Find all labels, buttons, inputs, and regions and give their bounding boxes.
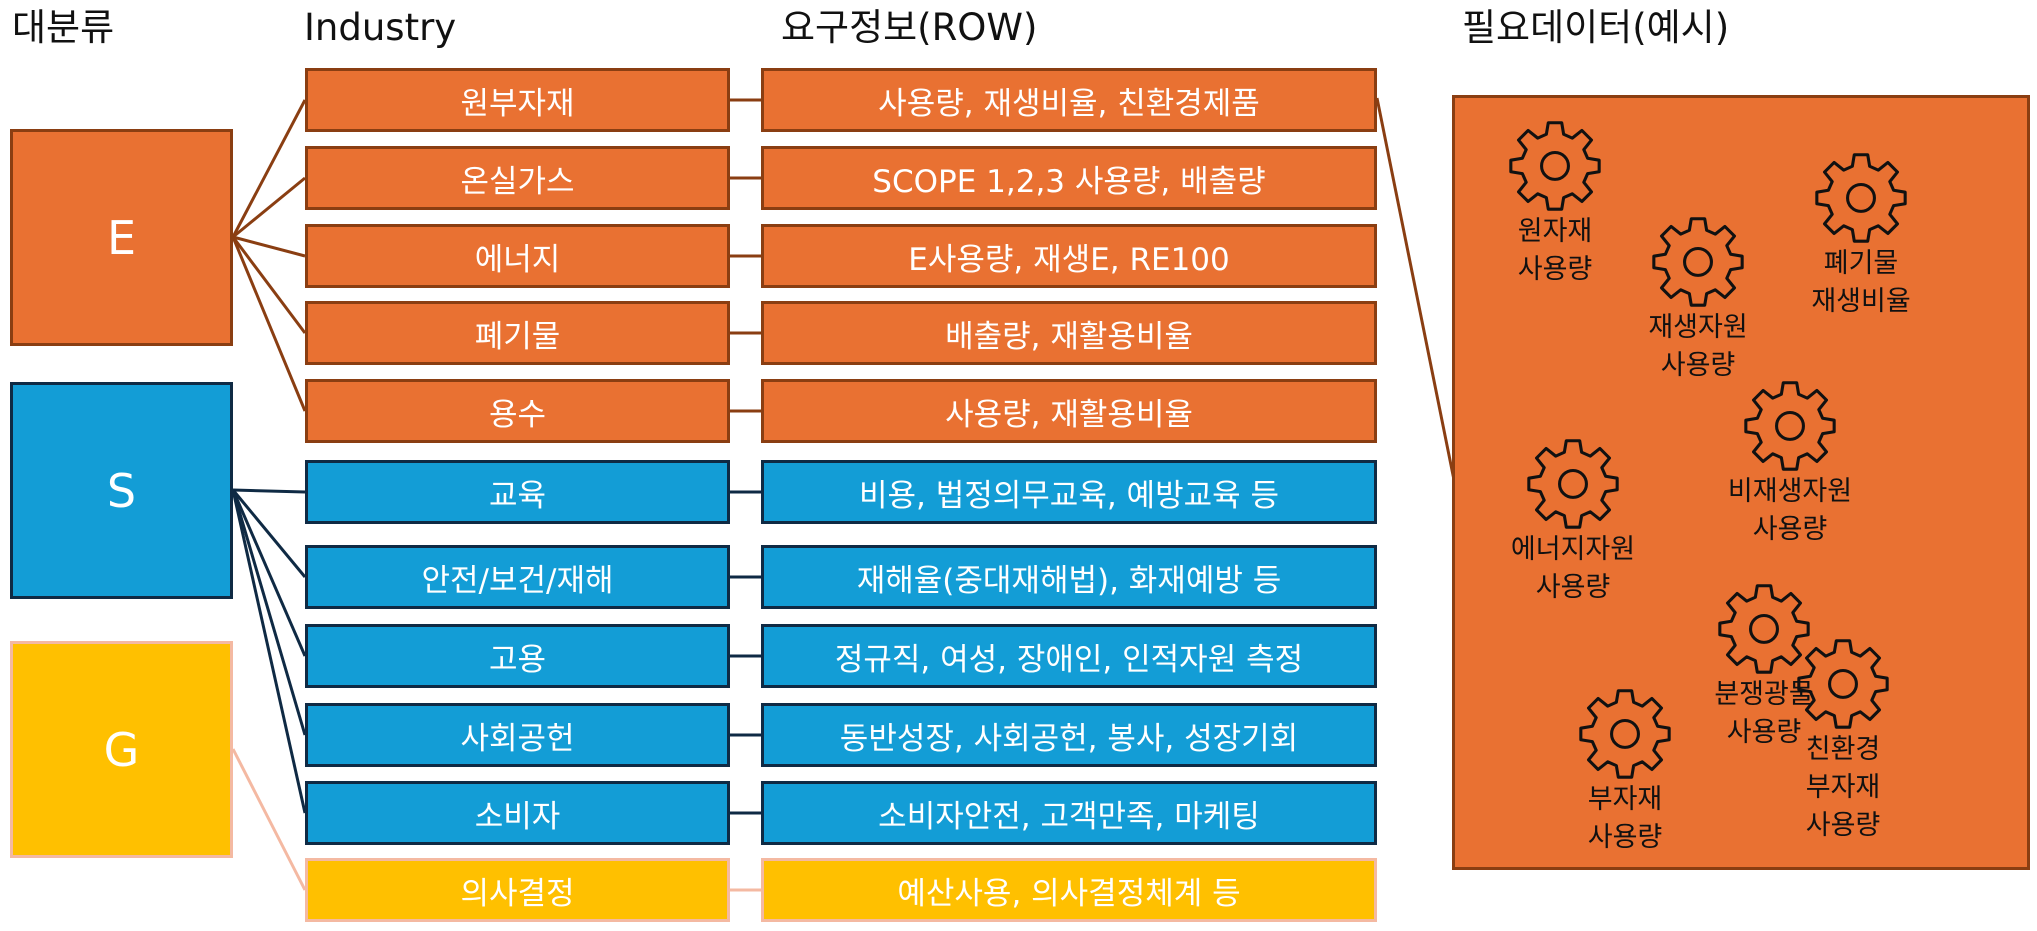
category-connector xyxy=(231,489,307,814)
data-item-label: 폐기물 재생비율 xyxy=(1811,248,1911,317)
gear-icon xyxy=(1797,639,1889,729)
category-connector xyxy=(231,236,307,334)
category-g: G xyxy=(10,641,233,858)
gear-icon xyxy=(1509,121,1601,211)
industry-box: 원부자재 xyxy=(305,68,730,132)
data-item: 원자재 사용량 xyxy=(1455,117,1655,289)
data-item: 폐기물 재생비율 xyxy=(1761,149,1961,321)
industry-box: 교육 xyxy=(305,460,730,524)
gear-icon xyxy=(1744,381,1836,471)
industry-box: 의사결정 xyxy=(305,858,730,922)
data-item: 에너지자원 사용량 xyxy=(1473,435,1673,607)
row-info-box: 정규직, 여성, 장애인, 인적자원 측정 xyxy=(761,624,1377,688)
row-info-box: 동반성장, 사회공헌, 봉사, 성장기회 xyxy=(761,703,1377,767)
row-info-box: E사용량, 재생E, RE100 xyxy=(761,224,1377,288)
industry-box: 안전/보건/재해 xyxy=(305,545,730,609)
panel-connector xyxy=(1375,97,1456,481)
data-item: 부자재 사용량 xyxy=(1525,685,1725,857)
data-item: 비재생자원 사용량 xyxy=(1690,377,1890,549)
data-item-label: 부자재 사용량 xyxy=(1587,784,1663,853)
row-info-box: SCOPE 1,2,3 사용량, 배출량 xyxy=(761,146,1377,210)
category-connector xyxy=(232,235,306,258)
data-item-label: 원자재 사용량 xyxy=(1517,216,1593,285)
data-item-label: 비재생자원 사용량 xyxy=(1727,476,1853,545)
category-connector xyxy=(231,236,307,412)
row-info-box: 예산사용, 의사결정체계 등 xyxy=(761,858,1377,922)
gear-icon xyxy=(1815,153,1907,243)
header-category: 대분류 xyxy=(12,6,115,49)
data-item-label: 재생자원 사용량 xyxy=(1648,312,1748,381)
row-info-box: 재해율(중대재해법), 화재예방 등 xyxy=(761,545,1377,609)
gear-icon xyxy=(1527,439,1619,529)
data-item: 분쟁광물 사용량 xyxy=(1664,580,1864,752)
category-connector xyxy=(231,489,307,736)
row-info-box: 소비자안전, 고객만족, 마케팅 xyxy=(761,781,1377,845)
category-connector xyxy=(231,489,307,578)
row-info-box: 비용, 법정의무교육, 예방교육 등 xyxy=(761,460,1377,524)
category-e: E xyxy=(10,129,233,346)
gear-icon xyxy=(1718,584,1810,674)
industry-box: 사회공헌 xyxy=(305,703,730,767)
industry-box: 온실가스 xyxy=(305,146,730,210)
required-data-panel: 원자재 사용량 재생자원 사용량 폐기물 재생비율 비재생자원 사용량 에너지자… xyxy=(1452,95,2030,870)
industry-box: 폐기물 xyxy=(305,301,730,365)
gear-icon xyxy=(1579,689,1671,779)
data-item: 재생자원 사용량 xyxy=(1598,213,1798,385)
data-item-label: 친환경 부자재 사용량 xyxy=(1805,734,1881,841)
industry-box: 에너지 xyxy=(305,224,730,288)
row-info-box: 사용량, 재생비율, 친환경제품 xyxy=(761,68,1377,132)
header-data: 필요데이터(예시) xyxy=(1462,6,1730,49)
category-connector xyxy=(231,99,307,238)
category-s: S xyxy=(10,382,233,599)
industry-box: 고용 xyxy=(305,624,730,688)
data-item-label: 분쟁광물 사용량 xyxy=(1714,679,1814,748)
header-industry: Industry xyxy=(304,6,457,49)
gear-icon xyxy=(1652,217,1744,307)
row-info-box: 사용량, 재활용비율 xyxy=(761,379,1377,443)
industry-box: 소비자 xyxy=(305,781,730,845)
category-connector xyxy=(231,489,307,657)
category-connector xyxy=(231,748,307,891)
industry-box: 용수 xyxy=(305,379,730,443)
data-item: 친환경 부자재 사용량 xyxy=(1743,635,1943,845)
category-connector xyxy=(232,176,306,239)
header-row: 요구정보(ROW) xyxy=(781,6,1038,49)
row-info-box: 배출량, 재활용비율 xyxy=(761,301,1377,365)
data-item-label: 에너지자원 사용량 xyxy=(1510,534,1636,603)
category-connector xyxy=(232,488,306,494)
